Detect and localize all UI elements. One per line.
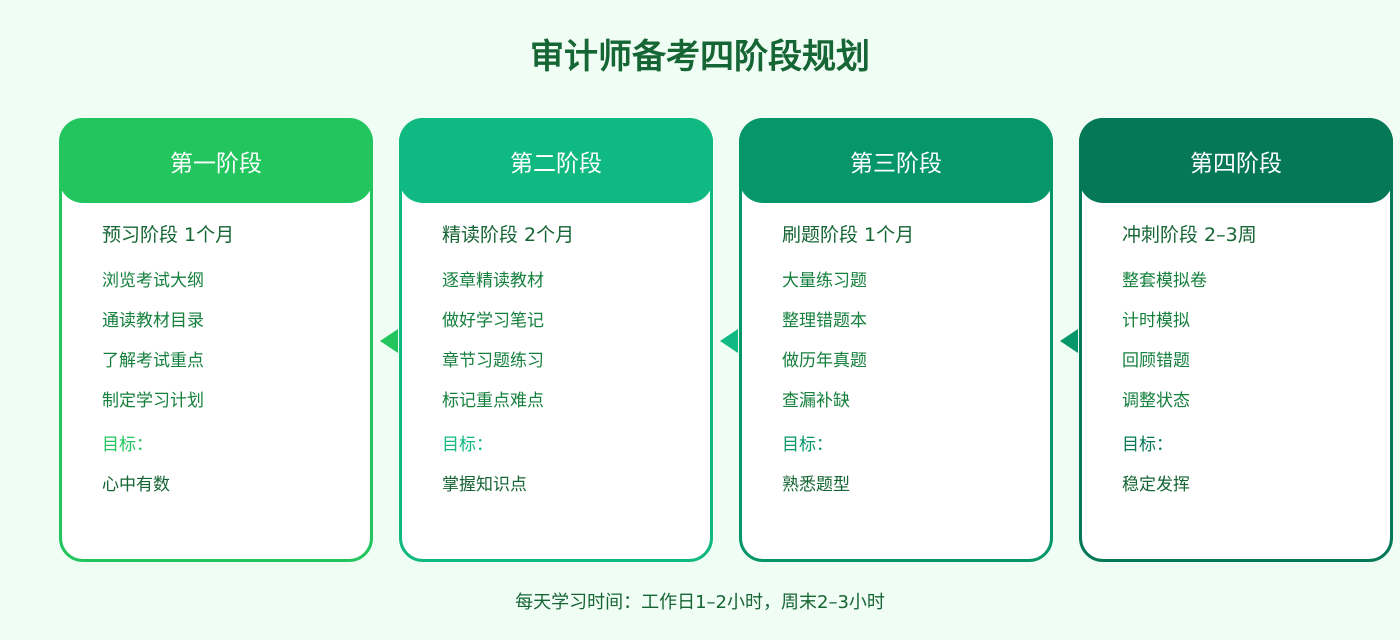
daily-study-time-note: 每天学习时间：工作日1–2小时，周末2–3小时 <box>515 592 885 613</box>
task-item: 大量练习题 <box>782 271 867 291</box>
task-item: 逐章精读教材 <box>442 271 544 291</box>
task-item: 做好学习笔记 <box>442 311 544 331</box>
stage-body: 精读阶段 2个月 逐章精读教材 做好学习笔记 章节习题练习 标记重点难点 目标：… <box>442 221 690 497</box>
goal-value: 熟悉题型 <box>782 475 850 495</box>
stage-card-1: 第一阶段 预习阶段 1个月 浏览考试大纲 通读教材目录 了解考试重点 制定学习计… <box>59 118 373 562</box>
stage-header: 第三阶段 <box>739 118 1053 203</box>
stage-body: 预习阶段 1个月 浏览考试大纲 通读教材目录 了解考试重点 制定学习计划 目标：… <box>102 221 350 497</box>
task-item: 回顾错题 <box>1122 351 1190 371</box>
task-item: 计时模拟 <box>1122 311 1190 331</box>
task-item: 通读教材目录 <box>102 311 204 331</box>
stage-header: 第二阶段 <box>399 118 713 203</box>
stage-header: 第一阶段 <box>59 118 373 203</box>
stage-card-2: 第二阶段 精读阶段 2个月 逐章精读教材 做好学习笔记 章节习题练习 标记重点难… <box>399 118 713 562</box>
arrow-left-icon <box>1060 329 1078 353</box>
task-item: 了解考试重点 <box>102 351 204 371</box>
arrow-left-icon <box>720 329 738 353</box>
stage-body: 刷题阶段 1个月 大量练习题 整理错题本 做历年真题 查漏补缺 目标： 熟悉题型 <box>782 221 1030 497</box>
task-item: 整套模拟卷 <box>1122 271 1207 291</box>
task-item: 章节习题练习 <box>442 351 544 371</box>
goal-value: 心中有数 <box>102 475 170 495</box>
stage-subtitle: 刷题阶段 1个月 <box>782 224 915 246</box>
stage-subtitle: 冲刺阶段 2–3周 <box>1122 224 1257 246</box>
task-item: 浏览考试大纲 <box>102 271 204 291</box>
stage-card-4: 第四阶段 冲刺阶段 2–3周 整套模拟卷 计时模拟 回顾错题 调整状态 目标： … <box>1079 118 1393 562</box>
task-item: 整理错题本 <box>782 311 867 331</box>
task-item: 制定学习计划 <box>102 391 204 411</box>
page-title: 审计师备考四阶段规划 <box>530 37 870 77</box>
task-item: 调整状态 <box>1122 391 1190 411</box>
goal-value: 稳定发挥 <box>1122 475 1190 495</box>
goal-label: 目标： <box>102 435 153 455</box>
goal-label: 目标： <box>442 435 493 455</box>
stage-card-3: 第三阶段 刷题阶段 1个月 大量练习题 整理错题本 做历年真题 查漏补缺 目标：… <box>739 118 1053 562</box>
goal-value: 掌握知识点 <box>442 475 527 495</box>
stage-subtitle: 预习阶段 1个月 <box>102 224 235 246</box>
stage-body: 冲刺阶段 2–3周 整套模拟卷 计时模拟 回顾错题 调整状态 目标： 稳定发挥 <box>1122 221 1370 497</box>
goal-label: 目标： <box>782 435 833 455</box>
task-item: 标记重点难点 <box>442 391 544 411</box>
task-item: 做历年真题 <box>782 351 867 371</box>
goal-label: 目标： <box>1122 435 1173 455</box>
stage-subtitle: 精读阶段 2个月 <box>442 224 575 246</box>
arrow-left-icon <box>380 329 398 353</box>
task-item: 查漏补缺 <box>782 391 850 411</box>
stage-header: 第四阶段 <box>1079 118 1393 203</box>
